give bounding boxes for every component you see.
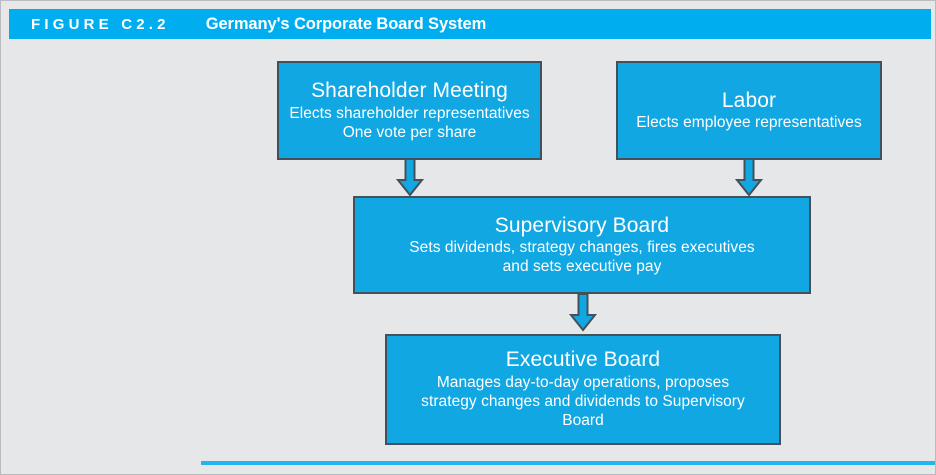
box-shareholder-meeting-title: Shareholder Meeting xyxy=(311,79,508,103)
arrow-down-icon-shareholder-to-supervisory xyxy=(395,158,425,198)
box-labor: Labor Elects employee representatives xyxy=(616,61,882,160)
arrow-down-icon-labor-to-supervisory xyxy=(734,158,764,198)
box-supervisory-board-title: Supervisory Board xyxy=(494,213,670,237)
box-executive-board-desc-3: Board xyxy=(562,412,604,430)
box-executive-board-desc-2: strategy changes and dividends to Superv… xyxy=(421,393,745,411)
box-labor-desc-1: Elects employee representatives xyxy=(636,114,862,132)
box-executive-board: Executive Board Manages day-to-day opera… xyxy=(385,334,781,445)
box-supervisory-board: Supervisory Board Sets dividends, strate… xyxy=(353,196,811,294)
figure-header-bar: FIGURE C2.2 Germany's Corporate Board Sy… xyxy=(9,9,931,39)
figure-title: Germany's Corporate Board System xyxy=(205,14,487,33)
bottom-rule xyxy=(201,461,935,465)
figure-number-label: FIGURE C2.2 xyxy=(31,15,170,33)
box-supervisory-board-desc-1: Sets dividends, strategy changes, fires … xyxy=(409,239,755,257)
box-executive-board-title: Executive Board xyxy=(505,348,661,372)
arrow-down-icon-supervisory-to-executive xyxy=(568,293,598,333)
box-shareholder-meeting-desc-2: One vote per share xyxy=(342,123,477,141)
box-supervisory-board-desc-2: and sets executive pay xyxy=(502,258,662,276)
box-shareholder-meeting-desc-1: Elects shareholder representatives xyxy=(289,104,530,122)
box-executive-board-desc-1: Manages day-to-day operations, proposes xyxy=(436,373,730,391)
box-shareholder-meeting: Shareholder Meeting Elects shareholder r… xyxy=(277,61,542,160)
box-labor-title: Labor xyxy=(721,88,777,112)
